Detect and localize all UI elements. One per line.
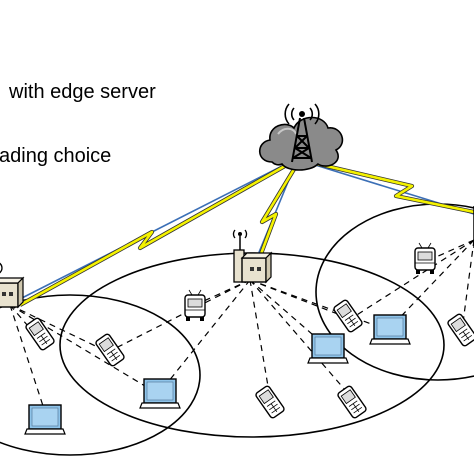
laptop-icon [369,314,411,345]
legend-label-offloading-choice: ading choice [0,145,111,167]
wireless-link-right [317,162,474,214]
legend-label-edge-server: with edge server [8,81,156,103]
mobile-phone-icon [332,298,364,334]
laptop-icon [24,404,66,435]
mobile-phone-icon [94,332,126,368]
mobile-phone-icon [24,316,56,352]
wireless-link-left [19,160,293,307]
left-cell-boundary [0,294,201,456]
left-base-station [0,262,24,308]
bus-icon [184,289,206,322]
laptop-icon [307,333,349,364]
wireless-links [18,160,474,307]
mobile-phone-icon [336,384,368,420]
legend: with edge server ading choice [0,81,156,167]
wireless-link-center [256,165,298,263]
laptop-icon [139,378,181,409]
center-base-station [232,229,272,283]
mobile-phone-icon [254,384,286,420]
bus-icon [414,242,436,275]
cloud-tower-icon [258,103,344,171]
mobile-phone-icon [446,312,474,348]
backhaul-left [17,161,291,301]
